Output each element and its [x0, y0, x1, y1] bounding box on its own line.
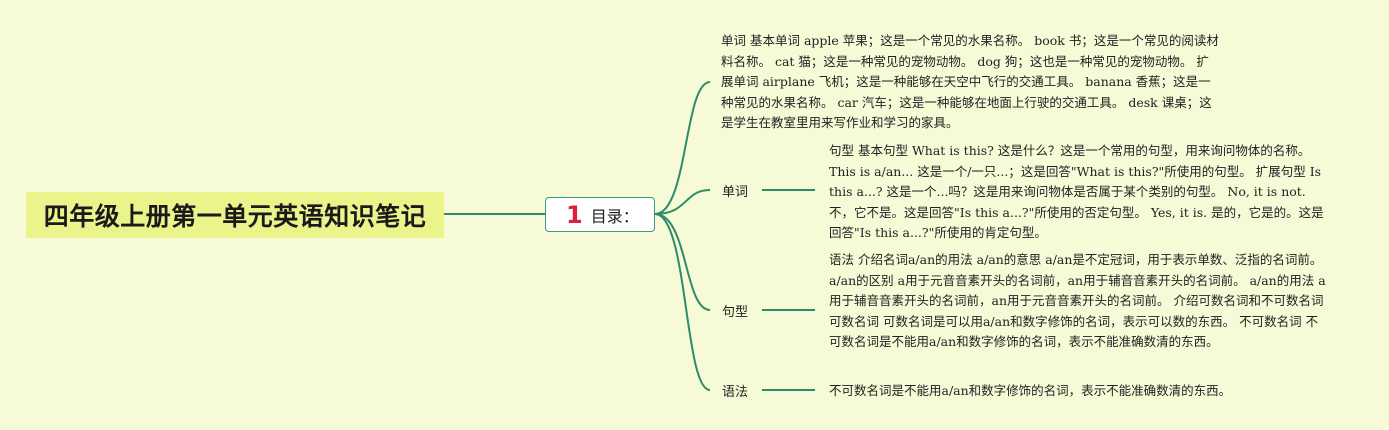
- root-title: 四年级上册第一单元英语知识笔记: [43, 202, 427, 231]
- hub-number: 1: [566, 200, 583, 229]
- connector-branch-grammar: [654, 213, 711, 391]
- connector-leaf-vocab: [654, 81, 711, 215]
- hub-label: 目录：: [590, 206, 639, 226]
- leaf-sentence[interactable]: 语法 介绍名词a/an的用法 a/an的意思 a/an是不定冠词，用于表示单数、…: [829, 252, 1326, 349]
- leaf-vocab[interactable]: 句型 基本句型 What is this? 这是什么？这是一个常用的句型，用来询…: [829, 143, 1324, 240]
- branch-vocab[interactable]: 单词: [722, 185, 749, 200]
- root-topic[interactable]: 四年级上册第一单元英语知识笔记: [26, 192, 444, 238]
- branch-sentence[interactable]: 句型: [722, 305, 749, 320]
- hub-node[interactable]: 1 目录：: [545, 197, 655, 232]
- connector-branch-vocab: [654, 189, 711, 215]
- leaf-vocab-top[interactable]: 单词 基本单词 apple 苹果；这是一个常见的水果名称。 book 书；这是一…: [721, 33, 1219, 130]
- connector-branch-sentence: [654, 213, 711, 311]
- leaf-grammar[interactable]: 不可数名词是不能用a/an和数字修饰的名词，表示不能准确数清的东西。: [829, 383, 1232, 398]
- branch-grammar[interactable]: 语法: [722, 385, 749, 400]
